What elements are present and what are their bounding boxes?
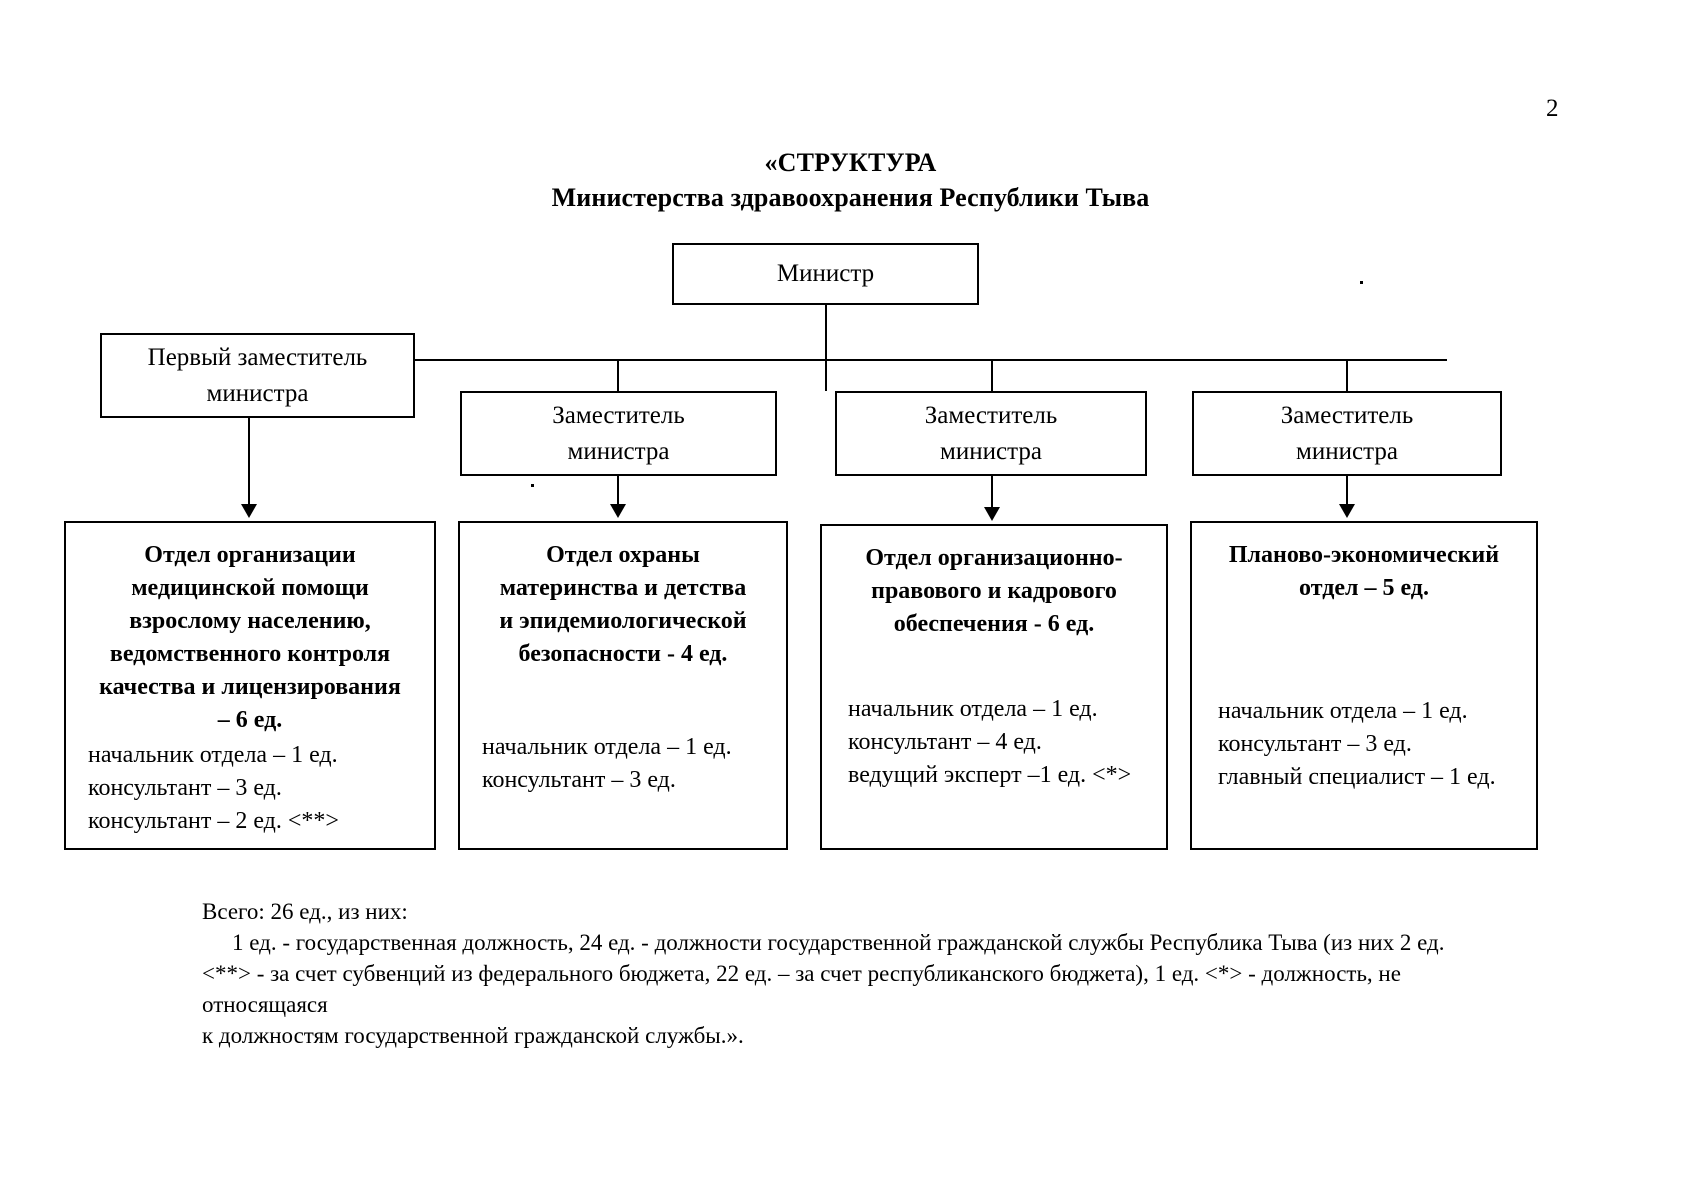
unit-0-heading-line: Отдел организации [144,542,356,568]
title-line-2: Министерства здравоохранения Республики … [551,183,1150,212]
box-deputy-3-line-2: министра [1296,437,1398,465]
box-deputy-2-line-2: министра [940,437,1042,465]
connector-deputy-3-drop [1346,359,1348,392]
unit-1-role-item: консультант – 3 ед. [482,767,676,793]
unit-3-heading: Планово-экономический отдел – 5 ед. [1202,539,1526,605]
box-deputy-1-line-2: министра [567,437,670,465]
arrow-deputy-1-head [610,504,626,518]
scan-speck [531,484,534,487]
unit-3-role-item: начальник отдела – 1 ед. [1218,698,1468,724]
connector-horizontal-bus [415,359,1447,361]
box-deputy-3-line-1: Заместитель [1280,401,1414,429]
unit-0-heading: Отдел организации медицинской помощи взр… [76,539,424,737]
unit-1-heading-line: материнства и детства [499,575,747,601]
unit-2-role-item: начальник отдела – 1 ед. [848,696,1098,722]
title-line-1: «СТРУКТУРА [764,148,937,177]
unit-0-heading-line: – 6 ед. [217,707,283,733]
unit-1-heading: Отдел охраны материнства и детства и эпи… [470,539,776,671]
unit-0-role-list: начальник отдела – 1 ед. консультант – 3… [76,739,424,838]
footer-line-1: Всего: 26 ед., из них: [202,899,408,924]
unit-0-role-item: начальник отдела – 1 ед. [88,742,338,768]
unit-3-role-item: главный специалист – 1 ед. [1218,764,1496,790]
unit-1-heading-line: Отдел охраны [546,542,700,568]
footer-notes: Всего: 26 ед., из них: 1 ед. - государст… [202,896,1502,1051]
arrow-first-deputy-head [241,504,257,518]
unit-0-role-item: консультант – 3 ед. [88,775,282,801]
box-deputy-2-line-1: Заместитель [924,401,1058,429]
unit-3-role-item: консультант – 3 ед. [1218,731,1412,757]
box-unit-organizational-legal-hr[interactable]: Отдел организационно- правового и кадров… [820,524,1168,850]
arrow-deputy-2-line [991,476,993,509]
unit-2-heading: Отдел организационно- правового и кадров… [832,542,1156,641]
unit-0-heading-line: взрослому населению, [129,608,371,634]
box-unit-medical-care-adults[interactable]: Отдел организации медицинской помощи взр… [64,521,436,850]
unit-2-heading-line: обеспечения - 6 ед. [893,611,1095,637]
unit-1-role-item: начальник отдела – 1 ед. [482,734,732,760]
box-minister-label: Министр [776,260,875,287]
connector-deputy-1-drop [617,359,619,392]
unit-3-role-list: начальник отдела – 1 ед. консультант – 3… [1202,695,1526,794]
box-deputy-minister-1[interactable]: Заместитель министра [460,391,777,476]
unit-2-role-item: ведущий эксперт –1 ед. <*> [848,762,1132,788]
box-unit-maternity-childhood[interactable]: Отдел охраны материнства и детства и эпи… [458,521,788,850]
unit-3-heading-line: Планово-экономический [1228,542,1500,568]
unit-2-role-item: консультант – 4 ед. [848,729,1042,755]
box-first-deputy-line-1: Первый заместитель [147,343,368,371]
unit-1-heading-line: безопасности - 4 ед. [518,641,728,667]
box-deputy-1-line-1: Заместитель [552,401,685,429]
arrow-deputy-1-line [617,476,619,506]
unit-0-heading-line: качества и лицензирования [99,674,401,700]
box-deputy-minister-3[interactable]: Заместитель министра [1192,391,1502,476]
unit-0-role-item: консультант – 2 ед. <**> [88,808,339,834]
unit-2-heading-line: правового и кадрового [871,578,1117,604]
arrow-deputy-2-head [984,507,1000,521]
box-first-deputy-line-2: министра [206,379,309,407]
unit-1-role-list: начальник отдела – 1 ед. консультант – 3… [470,731,776,797]
box-unit-planning-economic[interactable]: Планово-экономический отдел – 5 ед. нача… [1190,521,1538,850]
arrow-deputy-3-head [1339,504,1355,518]
box-first-deputy-minister[interactable]: Первый заместитель министра [100,333,415,418]
page-number: 2 [1546,95,1559,122]
arrow-deputy-3-line [1346,476,1348,506]
footer-line-4: к должностям государственной гражданской… [202,1023,744,1048]
connector-minister-vertical [825,305,827,391]
unit-1-heading-line: и эпидемиологической [499,608,747,634]
unit-2-role-list: начальник отдела – 1 ед. консультант – 4… [832,693,1156,792]
unit-3-heading-line: отдел – 5 ед. [1299,575,1429,601]
connector-deputy-2-drop [991,359,993,392]
unit-0-heading-line: медицинской помощи [131,575,369,601]
unit-0-heading-line: ведомственного контроля [109,641,391,667]
footer-line-2: 1 ед. - государственная должность, 24 ед… [232,930,1445,955]
box-deputy-minister-2[interactable]: Заместитель министра [835,391,1147,476]
footer-line-3: <**> - за счет субвенций из федерального… [202,961,1401,1017]
unit-2-heading-line: Отдел организационно- [865,545,1123,571]
scan-speck [1360,281,1363,284]
box-minister[interactable]: Министр [672,243,979,305]
page-title: «СТРУКТУРА Министерства здравоохранения … [0,145,1701,215]
arrow-first-deputy-line [248,418,250,506]
